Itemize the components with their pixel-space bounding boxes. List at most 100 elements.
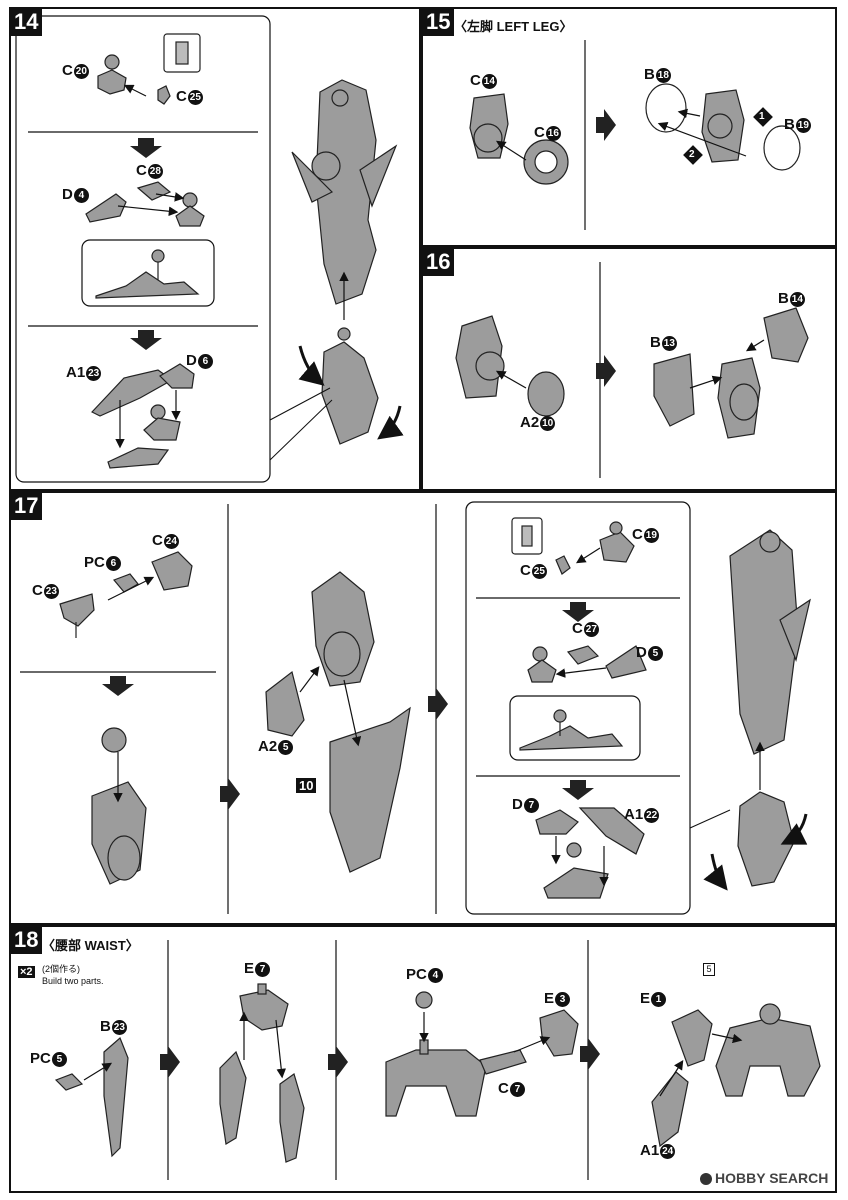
part-e3 [539,1009,579,1057]
flow-arrow-right [596,109,616,141]
part-b23 [103,1036,129,1158]
order-mark-2-text: 2 [689,149,695,160]
part-leg-17-foot [737,791,795,887]
rotate-arrow-icon [298,345,325,386]
step14-subframe [15,15,271,483]
step18-panel [9,925,837,1193]
part-b18 [645,83,687,133]
flow-arrow-right [328,1046,348,1078]
part-c25-17 [555,555,571,575]
cut-ref-box: 5 [703,963,715,976]
part-leg-17-final [729,529,799,755]
multiplier-badge: ×2 [18,966,35,978]
part-leg-lower [321,341,379,445]
flow-arrow-down [102,676,134,696]
part-pc6 [112,573,139,593]
rotate-arrow-icon [780,813,808,845]
part-c28 [136,181,172,201]
part-pc4 [415,991,433,1009]
part-assembled-foot-17 [519,725,624,751]
build-two-en: Build two parts. [42,976,104,986]
part-c7 [479,1049,527,1075]
step15-panel [421,7,837,247]
part-c24 [151,551,193,591]
flow-arrow-right [596,355,616,387]
build-two-jp: (2個作る) [42,964,80,974]
step-16-number: 16 [422,248,455,276]
step17-subframe [465,501,691,915]
step16-panel [421,247,837,491]
part-waist-final [715,1017,821,1097]
order-mark-1-text: 1 [759,111,765,122]
watermark: HOBBY SEARCH [700,1170,828,1186]
flow-arrow-down [562,602,594,622]
part-b13 [653,353,695,427]
part-b14 [763,307,809,363]
rotate-arrow-icon [703,853,728,891]
part-e1 [671,1009,713,1067]
part-c20 [97,69,127,95]
flow-arrow-down [562,780,594,800]
part-c27 [566,645,600,665]
flow-arrow-right [428,688,448,720]
part-b19 [763,125,801,171]
part-c25 [157,85,171,105]
step-14-number: 14 [10,8,43,36]
part-a1-24 [651,1071,689,1148]
step14-inset [81,239,215,307]
step17-panel [9,491,837,925]
part-waist-assembly [385,1049,487,1117]
part-d4 [85,193,127,223]
part-c23 [59,593,95,627]
step14-panel [9,7,421,491]
step-15-number: 15 [422,8,455,36]
step-17-number: 17 [10,492,43,520]
step17-inset [509,695,641,761]
part-a1-22 [578,807,645,855]
part-pc5 [54,1073,84,1091]
part-c19 [599,531,635,563]
rotate-arrow-icon [377,405,404,440]
step-17-ref-tag: 10 [296,778,317,793]
part-d5 [605,645,647,679]
part-d7 [535,809,579,835]
flow-arrow-right [220,778,240,810]
hobby-search-logo-icon [700,1173,712,1186]
part-d6 [159,363,195,389]
step-18-title: 〈腰部 WAIST〉 [42,938,139,953]
flow-arrow-right [580,1038,600,1070]
flow-arrow-down [130,330,162,350]
step-18-number: 18 [10,926,43,954]
part-leg-upper [315,79,377,305]
part-e7 [239,989,289,1031]
flow-arrow-down [130,138,162,158]
